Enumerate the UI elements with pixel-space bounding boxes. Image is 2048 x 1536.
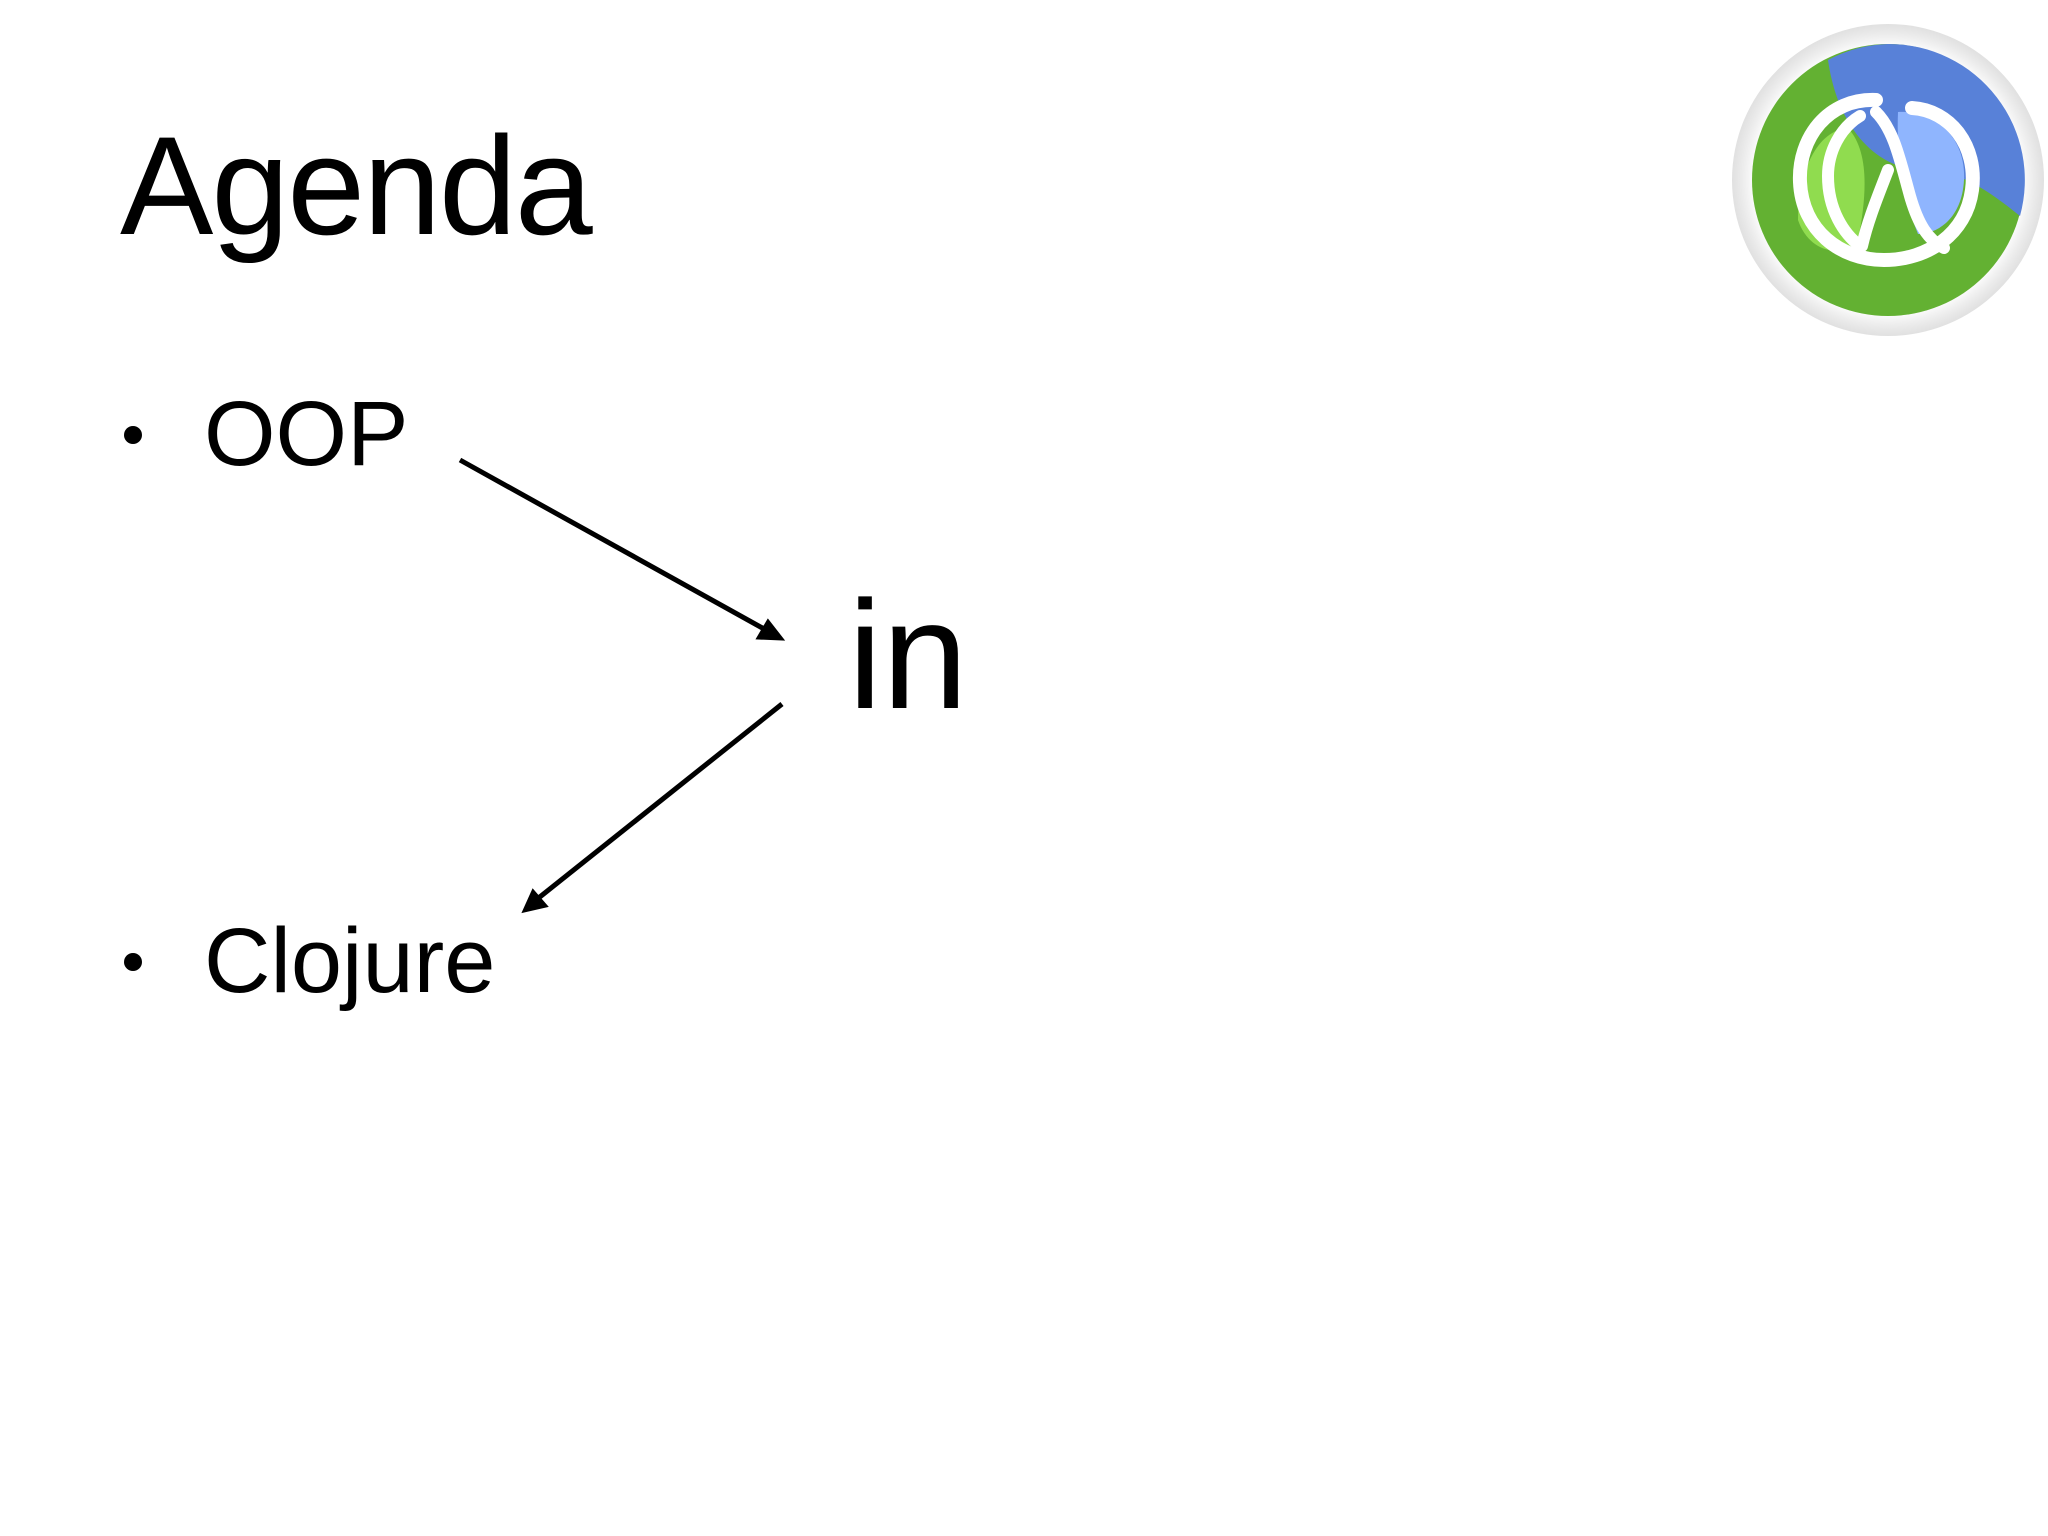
bullet-label: OOP xyxy=(204,383,409,485)
slide-title: Agenda xyxy=(120,107,593,264)
clojure-logo-icon xyxy=(1732,24,2044,336)
bullet-dot xyxy=(124,426,142,444)
arrow-oop-to-in xyxy=(458,457,786,641)
arrow-in-to-clojure xyxy=(521,702,784,914)
bullet-dot xyxy=(124,953,142,971)
center-word: in xyxy=(848,569,968,741)
bullet-label: Clojure xyxy=(204,910,496,1012)
